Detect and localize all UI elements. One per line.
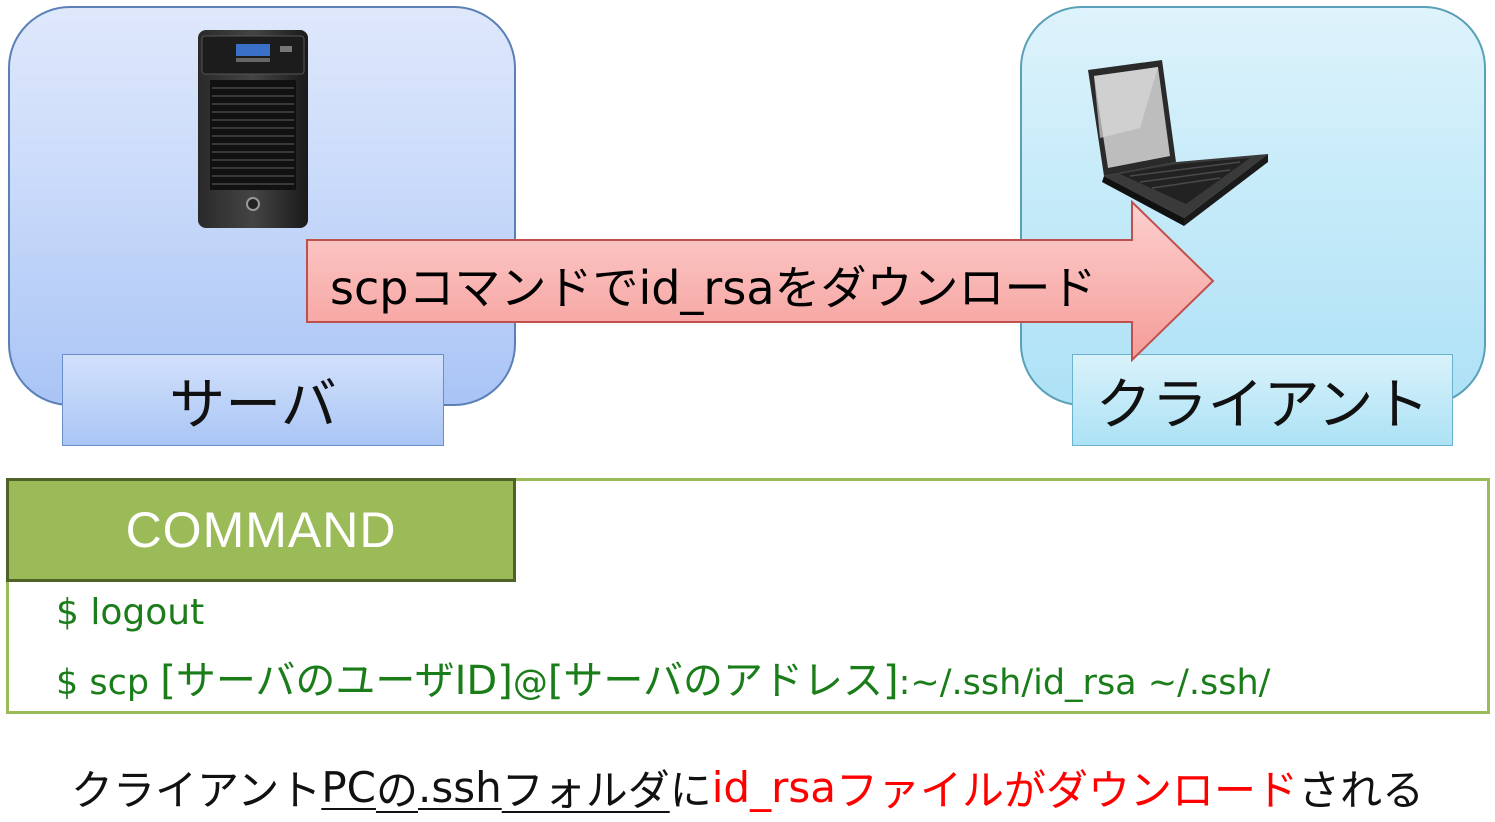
arrow-label: scpコマンドでid_rsaをダウンロード [330, 261, 1097, 315]
command-line-scp: $ scp [サーバのユーザID]@[サーバのアドレス]:~/.ssh/id_r… [56, 648, 1270, 706]
command-line-logout: $ logout [56, 592, 205, 633]
footer-idrsa: id_rsa [711, 762, 836, 812]
footer-ssh: .ssh [417, 762, 502, 812]
footer-pc: PC [321, 762, 376, 812]
command-header: COMMAND [6, 478, 516, 582]
footer-client: クライアント [70, 765, 322, 815]
client-label: クライアント [1072, 354, 1453, 446]
scp-at: @ [512, 663, 548, 703]
footer-ni: に [669, 765, 712, 815]
scp-address-placeholder: [サーバのアドレス] [547, 658, 899, 704]
download-arrow [306, 200, 1215, 362]
scp-path: :~/.ssh/id_rsa ~/.ssh/ [898, 663, 1271, 703]
server-label: サーバ [62, 354, 444, 446]
server-tower-icon [198, 30, 308, 228]
footer-no: の [375, 765, 418, 815]
scp-user-placeholder: [サーバのユーザID] [160, 658, 513, 704]
footer-sareru: される [1297, 765, 1424, 815]
footer-file-download: ファイルがダウンロード [835, 765, 1298, 815]
scp-prefix: $ scp [56, 663, 161, 703]
footer-folder: フォルダ [501, 765, 670, 815]
laptop-icon [1088, 60, 1268, 226]
